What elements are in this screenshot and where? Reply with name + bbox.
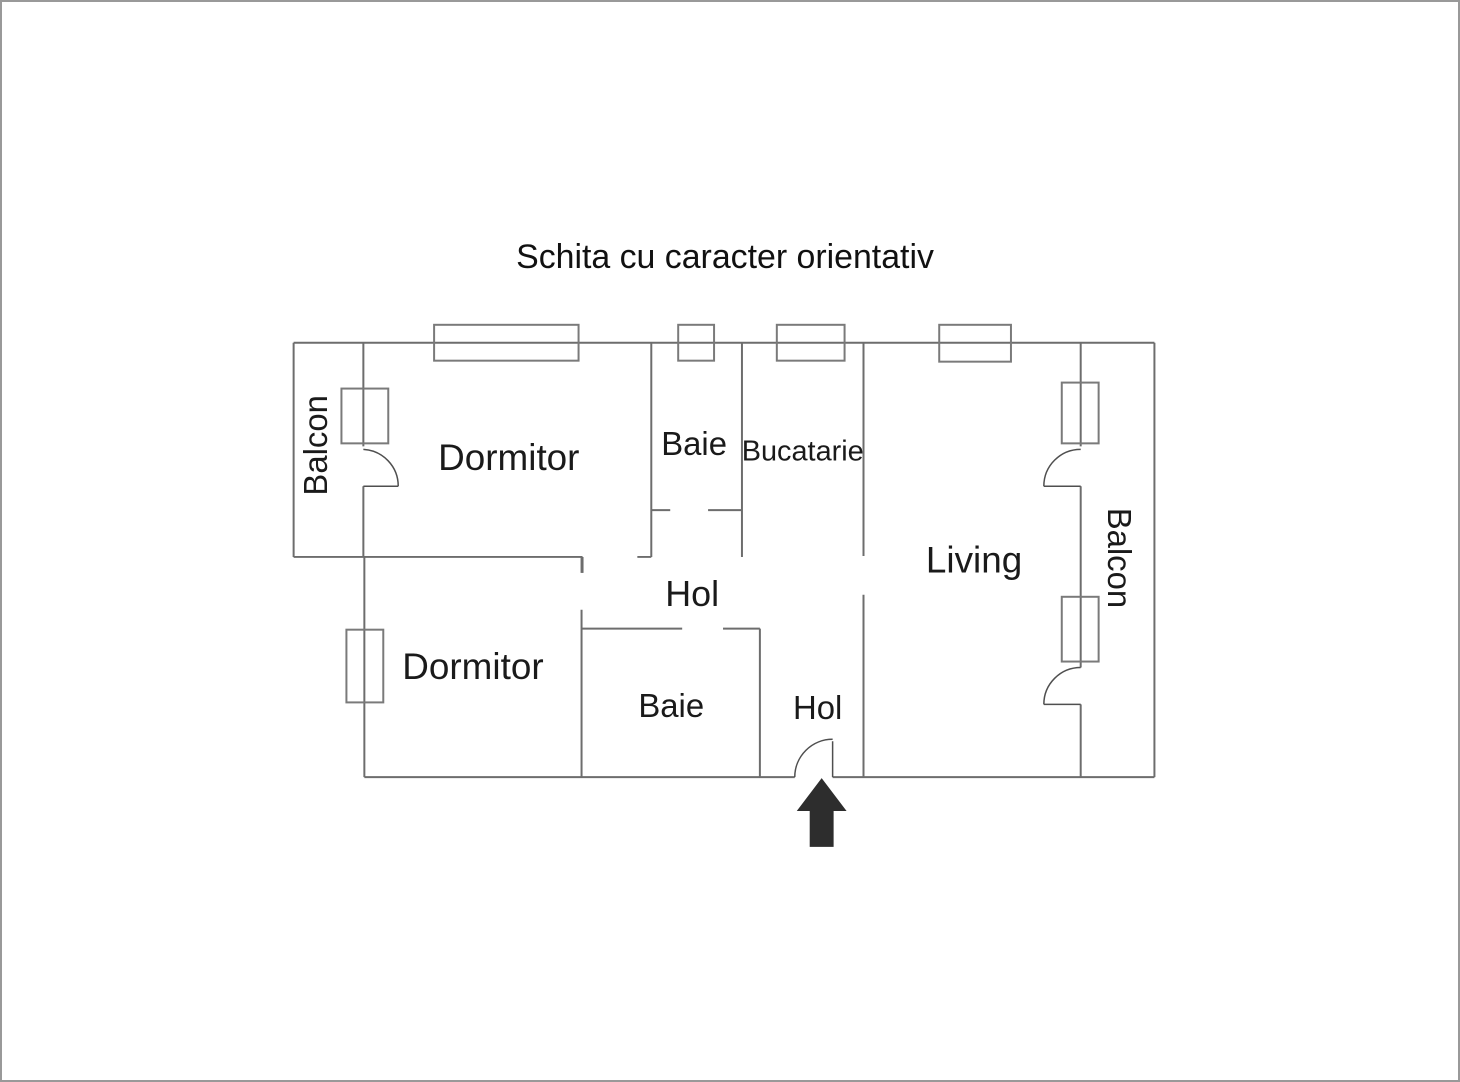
room-label-hol-lower: Hol [793, 689, 842, 726]
door-balcon-left [363, 448, 399, 487]
room-label-hol-upper: Hol [665, 574, 719, 614]
door-balcon-right-lower [1043, 666, 1081, 706]
room-label-baie-lower: Baie [638, 687, 704, 724]
wall-dormitor-baie-divider [650, 342, 742, 557]
window-balcon-right-upper [1060, 381, 1100, 445]
room-label-balcon-left: Balcon [297, 395, 334, 495]
window-dormitor-top [433, 323, 580, 362]
room-label-living: Living [926, 539, 1022, 580]
room-label-balcon-right: Balcon [1101, 508, 1138, 608]
door-balcon-right-upper [1043, 448, 1081, 487]
room-labels: Balcon Dormitor Baie Bucatarie Living Ba… [297, 395, 1138, 726]
room-label-dormitor-top: Dormitor [438, 437, 579, 478]
doors [363, 448, 1081, 778]
window-balcon-right-lower [1060, 595, 1100, 663]
window-baie-top [677, 323, 716, 362]
wall-baie-lower [581, 627, 761, 778]
entrance-arrow-icon [796, 778, 847, 847]
window-living-top [938, 323, 1012, 363]
wall-mid-horizontal [293, 555, 652, 573]
window-dormitor-lower [345, 628, 385, 704]
plan-title: Schita cu caracter orientativ [516, 238, 934, 276]
door-entrance [794, 738, 834, 778]
room-label-bucatarie: Bucatarie [742, 435, 864, 467]
window-balcon-left [340, 387, 390, 445]
walls [292, 341, 1156, 779]
windows [340, 323, 1100, 704]
room-label-baie-top: Baie [661, 425, 727, 462]
room-label-dormitor-lower: Dormitor [402, 646, 543, 687]
window-bucatarie [775, 323, 846, 362]
